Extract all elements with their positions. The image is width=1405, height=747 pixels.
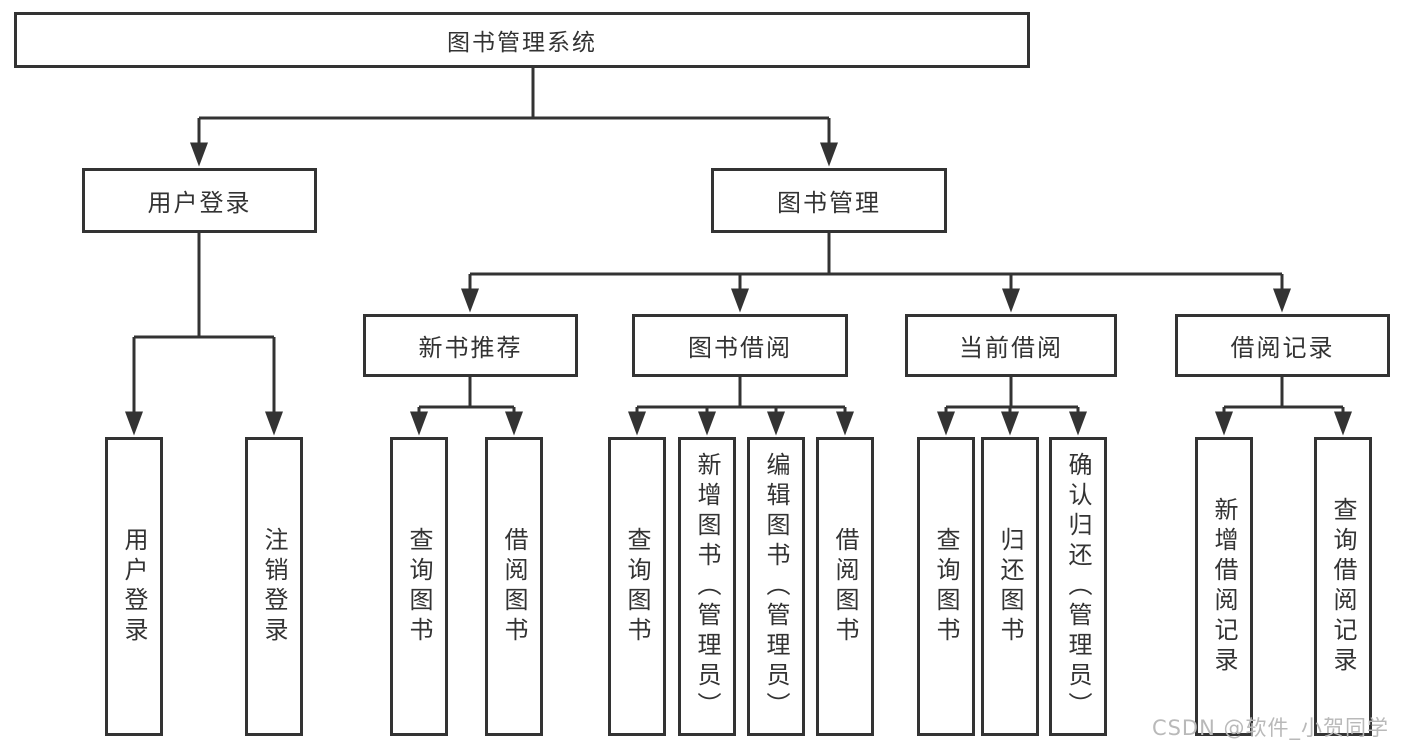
node-borrowing-borrow-books: 借阅图书	[816, 437, 874, 736]
node-logout-leaf: 注销登录	[245, 437, 303, 736]
node-book-management: 图书管理	[711, 168, 947, 233]
node-recommend-borrow-books: 借阅图书	[485, 437, 543, 736]
node-query-borrow-record: 查询借阅记录	[1314, 437, 1372, 736]
node-user-login: 用户登录	[82, 168, 317, 233]
node-add-borrow-record: 新增借阅记录	[1195, 437, 1253, 736]
node-recommend-query-books: 查询图书	[390, 437, 448, 736]
connector-book-borrowing	[637, 377, 845, 409]
connector-borrowing-records	[1224, 377, 1343, 409]
connector-root	[199, 68, 829, 120]
node-borrowing-query-books: 查询图书	[608, 437, 666, 736]
node-borrowing-records: 借阅记录	[1175, 314, 1390, 377]
node-library-system: 图书管理系统	[14, 12, 1030, 68]
node-book-borrowing: 图书借阅	[632, 314, 848, 377]
connector-book-management	[470, 233, 1282, 276]
node-edit-books-admin: 编辑图书（管理员）	[747, 437, 805, 736]
node-confirm-return-admin: 确认归还（管理员）	[1049, 437, 1107, 736]
connector-new-book-recommend	[419, 377, 514, 409]
node-new-book-recommend: 新书推荐	[363, 314, 578, 377]
connector-user-login	[134, 233, 274, 339]
node-add-books-admin: 新增图书（管理员）	[678, 437, 736, 736]
connector-current-borrowing	[946, 377, 1078, 409]
csdn-watermark: CSDN @软件_小贺同学	[1151, 716, 1389, 740]
node-user-login-leaf: 用户登录	[105, 437, 163, 736]
node-current-query-books: 查询图书	[917, 437, 975, 736]
node-current-borrowing: 当前借阅	[905, 314, 1117, 377]
node-return-books: 归还图书	[981, 437, 1039, 736]
